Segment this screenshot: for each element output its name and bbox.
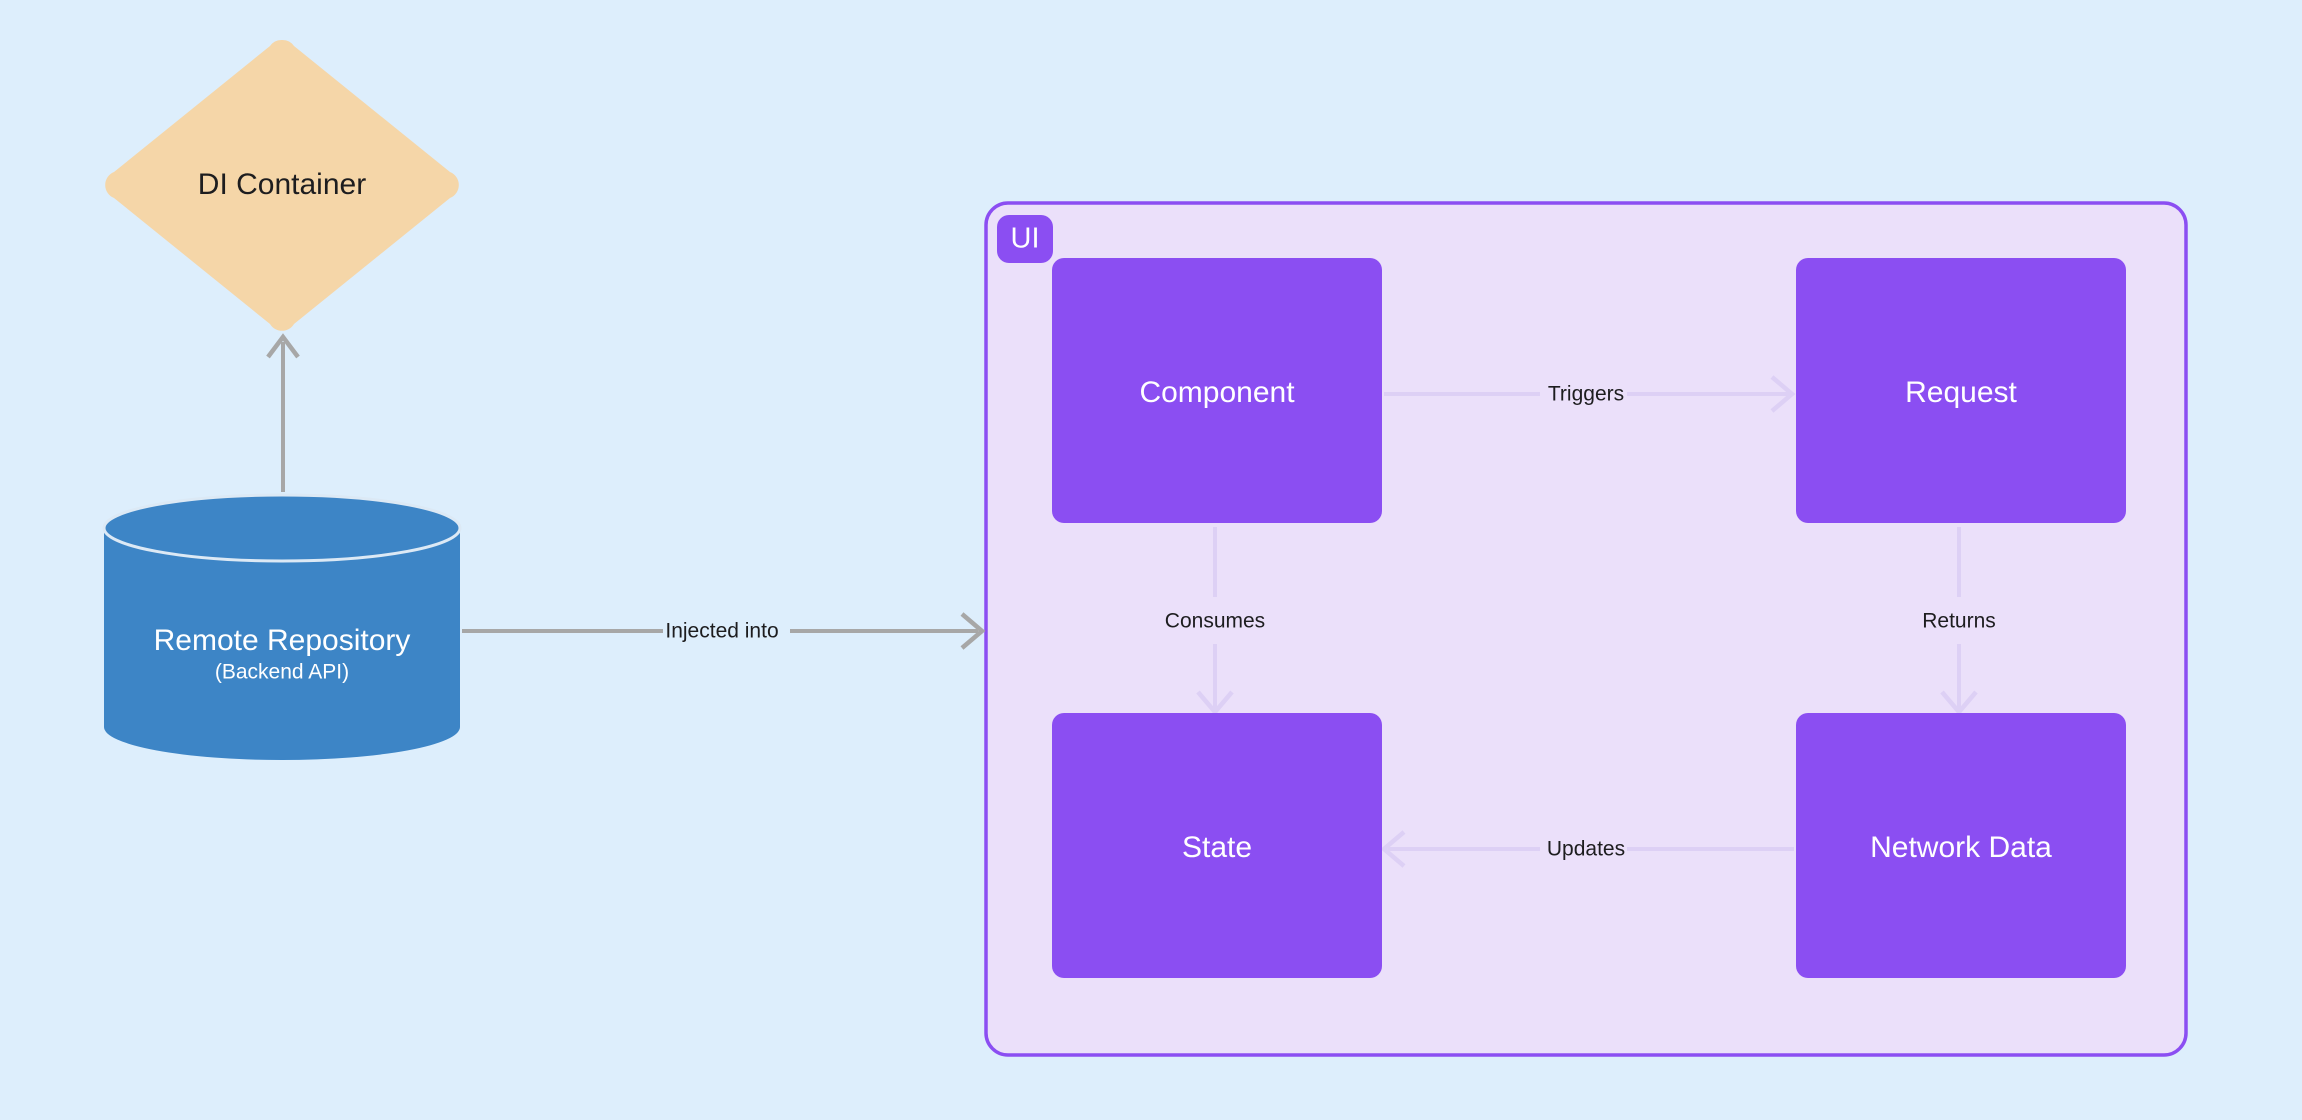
subgraph-ui-badge <box>997 215 1053 263</box>
node-state[interactable]: State <box>1052 713 1382 978</box>
edge-network-data-to-state-arrowhead <box>1380 830 1406 868</box>
node-remote-repository-top <box>102 493 462 563</box>
edge-component-to-state-label: Consumes <box>1165 610 1265 633</box>
node-request[interactable]: Request <box>1796 258 2126 523</box>
node-component[interactable]: Component <box>1052 258 1382 523</box>
node-di-container-label: DI Container <box>198 168 366 201</box>
edge-network-data-to-state-label: Updates <box>1547 838 1625 861</box>
edge-repo-to-ui: Injected into <box>462 612 986 650</box>
node-network-data-label: Network Data <box>1870 831 2052 864</box>
edge-request-to-network-data-arrowhead <box>1940 690 1978 716</box>
edge-component-to-state-arrowhead <box>1196 690 1234 716</box>
node-di-container[interactable]: DI Container <box>105 39 459 331</box>
node-component-shape <box>1052 258 1382 523</box>
node-request-shape <box>1796 258 2126 523</box>
node-request-label: Request <box>1905 376 2017 409</box>
node-di-container-shape <box>105 39 459 331</box>
node-remote-repository-label: Remote Repository <box>154 624 411 657</box>
edge-request-to-network-data-label: Returns <box>1922 610 1996 633</box>
node-state-label: State <box>1182 831 1252 864</box>
node-remote-repository-body <box>104 528 460 760</box>
node-state-shape <box>1052 713 1382 978</box>
subgraph-ui-badge-label: UI <box>1011 223 1040 255</box>
edge-request-to-network-data: Returns <box>1922 527 1996 716</box>
node-remote-repository[interactable]: Remote Repository (Backend API) <box>102 493 462 760</box>
edge-component-to-request: Triggers <box>1384 375 1796 413</box>
edge-repo-to-ui-arrowhead <box>960 612 986 650</box>
edge-repo-to-di-container <box>266 333 300 492</box>
edge-network-data-to-state: Updates <box>1380 830 1794 868</box>
node-network-data-shape <box>1796 713 2126 978</box>
node-component-label: Component <box>1139 376 1295 409</box>
edge-component-to-request-label: Triggers <box>1548 383 1624 406</box>
edge-component-to-request-arrowhead <box>1770 375 1796 413</box>
node-remote-repository-sublabel: (Backend API) <box>215 661 349 684</box>
edge-repo-to-di-arrowhead <box>266 333 300 359</box>
node-network-data[interactable]: Network Data <box>1796 713 2126 978</box>
edge-component-to-state: Consumes <box>1165 527 1265 716</box>
edge-repo-to-ui-label: Injected into <box>665 620 778 643</box>
